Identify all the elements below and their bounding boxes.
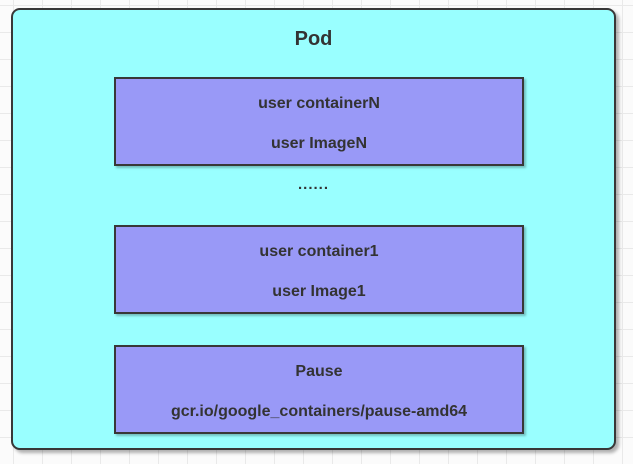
container-box-user-containerN: user containerN user ImageN (114, 77, 524, 166)
container-name: user container1 (259, 243, 379, 260)
container-image: gcr.io/google_containers/pause-amd64 (170, 403, 468, 420)
pod-box: Pod user containerN user ImageN ...... u… (11, 8, 616, 450)
container-image: user Image1 (272, 283, 366, 300)
ellipsis-label: ...... (297, 176, 329, 193)
container-box-user-container1: user container1 user Image1 (114, 225, 524, 314)
container-image: user ImageN (270, 135, 368, 152)
container-box-pause: Pause gcr.io/google_containers/pause-amd… (114, 345, 524, 434)
container-name: user containerN (258, 95, 380, 112)
container-name: Pause (295, 363, 343, 380)
pod-title: Pod (294, 28, 333, 50)
